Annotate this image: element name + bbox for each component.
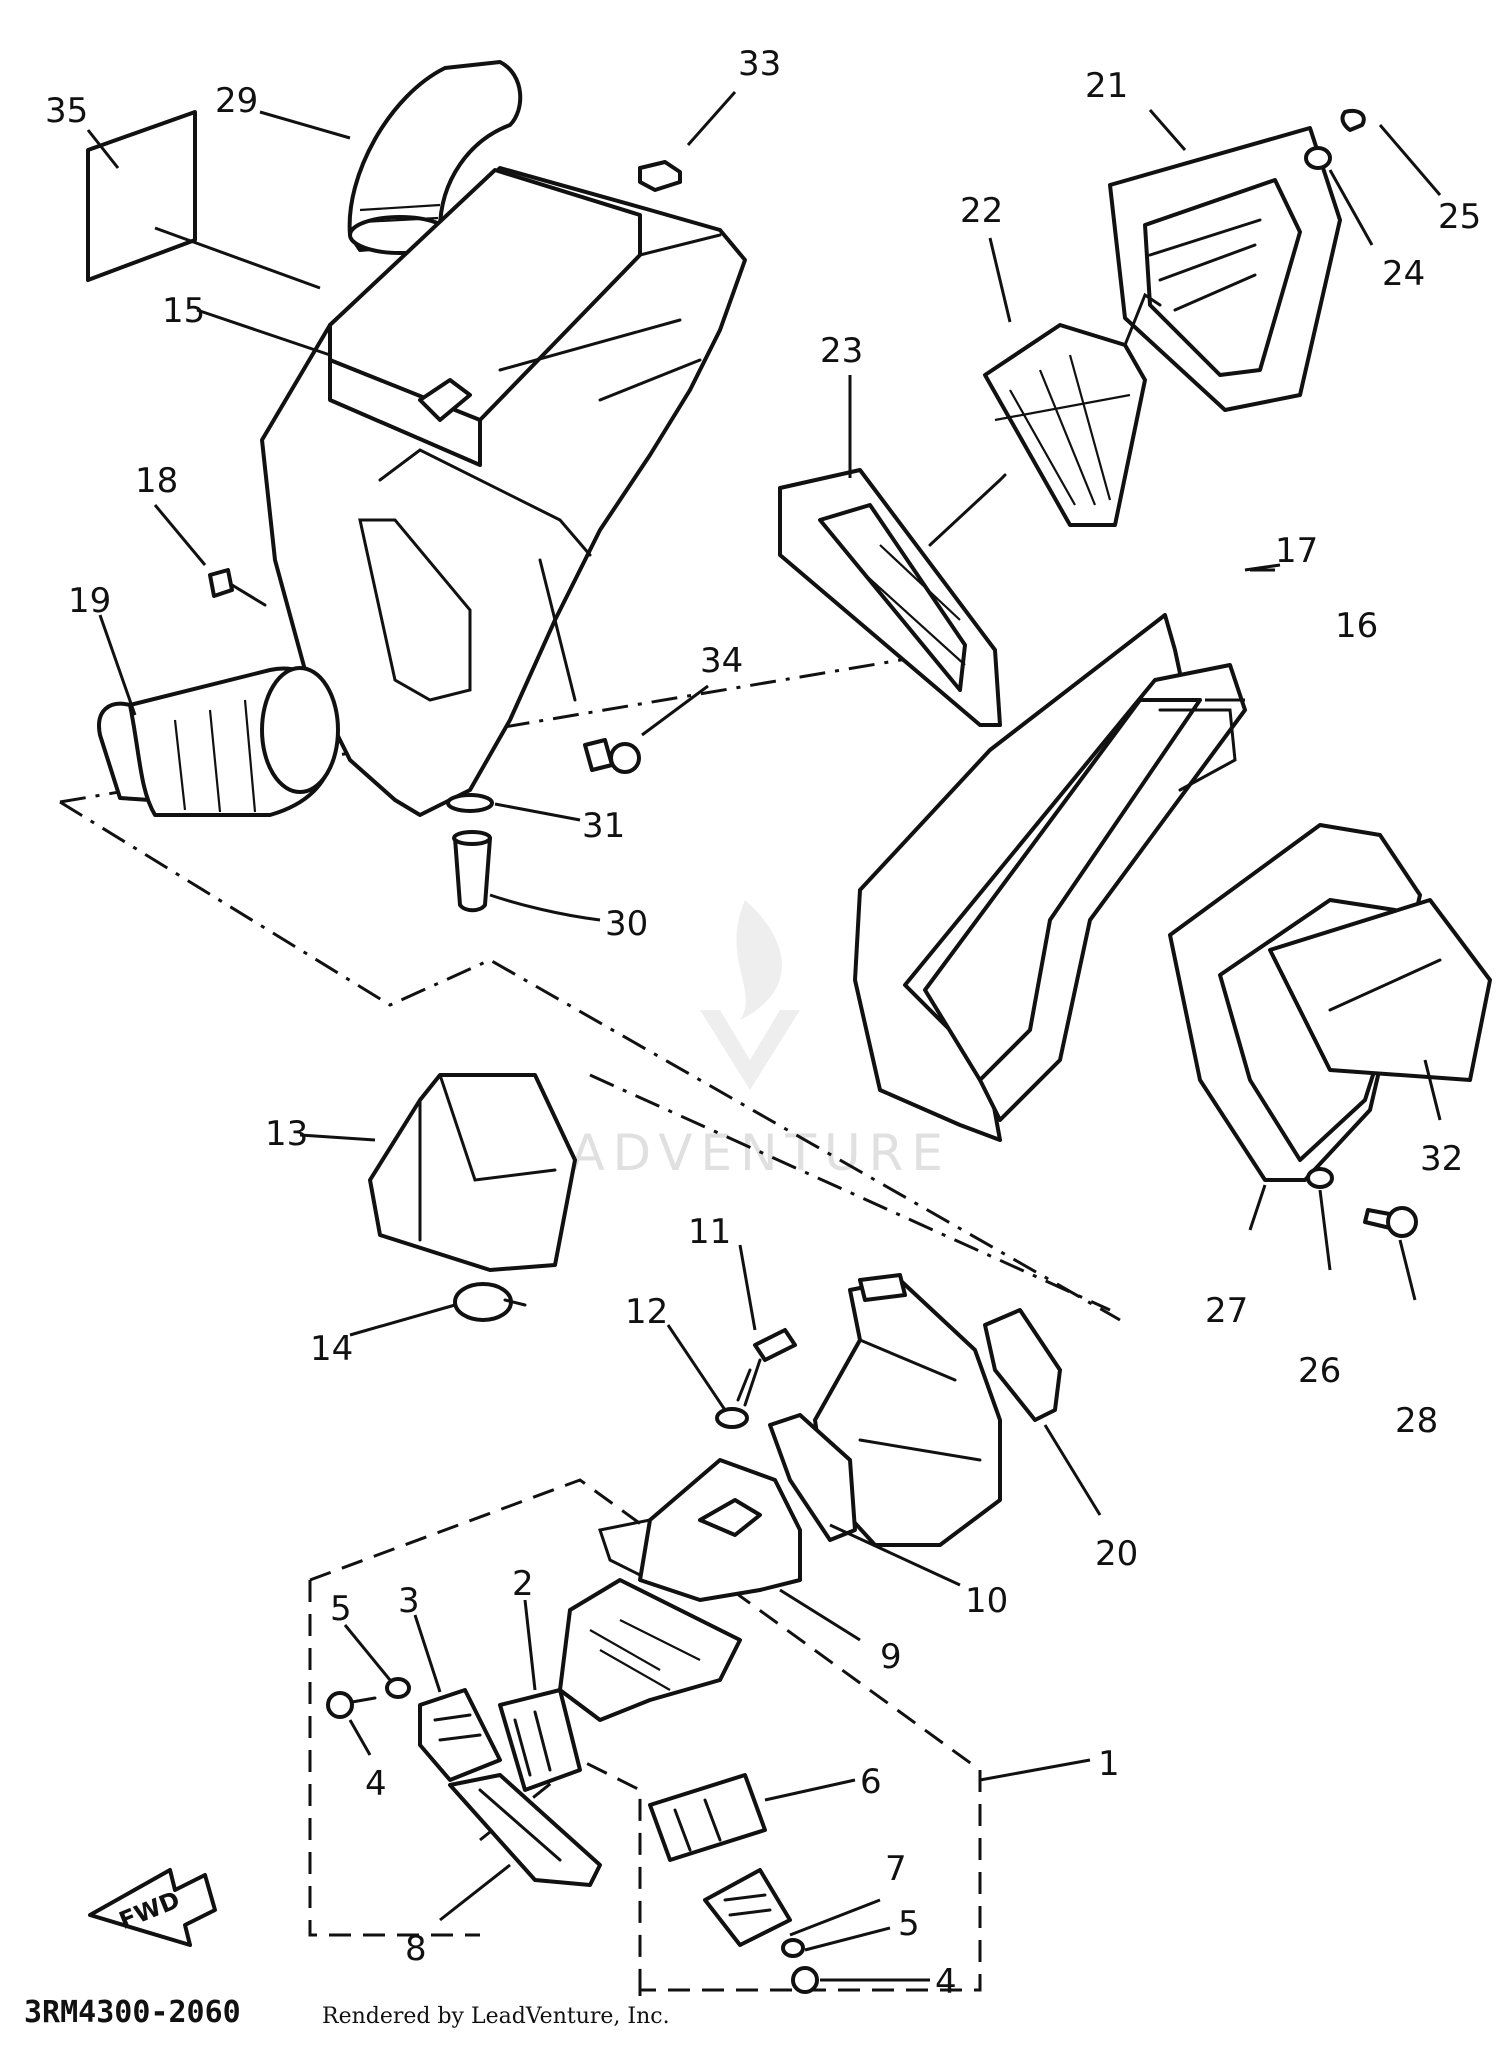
callout-7: 7 — [885, 1849, 907, 1889]
carburetor-body — [813, 1273, 1002, 1547]
part-7-reed-stopper — [703, 1868, 792, 1947]
callout-13: 13 — [265, 1114, 308, 1154]
part-26-washer — [1306, 1167, 1334, 1189]
callout-20: 20 — [1095, 1534, 1138, 1574]
part-12-washer — [715, 1407, 749, 1429]
part-23-filter-cage — [778, 468, 1007, 727]
part-4-screw-left — [326, 1691, 377, 1719]
callout-34: 34 — [700, 641, 743, 681]
part-8-gasket — [448, 1773, 602, 1887]
callout-19: 19 — [68, 581, 111, 621]
figure-code: 3RM4300-2060 — [24, 1995, 241, 2030]
part-19-intake-boot — [97, 666, 340, 817]
fwd-arrow — [88, 1868, 217, 1947]
callout-4b: 4 — [935, 1962, 957, 2002]
callout-32: 32 — [1420, 1139, 1463, 1179]
part-21-filter-element — [1108, 126, 1342, 412]
part-18-bolt — [208, 568, 267, 607]
part-5-washer-left — [385, 1677, 411, 1699]
callout-25: 25 — [1438, 197, 1481, 237]
part-4-screw-right — [791, 1966, 819, 1994]
callout-labels: 35 29 33 21 25 24 15 22 23 18 19 34 31 3… — [45, 44, 1481, 2002]
callout-21: 21 — [1085, 66, 1128, 106]
callout-9: 9 — [880, 1637, 902, 1677]
callout-11: 11 — [688, 1212, 731, 1252]
callout-14: 14 — [310, 1329, 353, 1369]
callout-16: 16 — [1335, 606, 1378, 646]
callout-35: 35 — [45, 91, 88, 131]
part-3-reed-stopper — [418, 1688, 502, 1782]
callout-33: 33 — [738, 44, 781, 84]
part-15-airbox — [260, 166, 747, 817]
part-11-bolt — [736, 1328, 797, 1407]
callout-30: 30 — [605, 904, 648, 944]
callout-18: 18 — [135, 461, 178, 501]
reed-valve-block — [558, 1578, 742, 1722]
callout-22: 22 — [960, 191, 1003, 231]
part-34-bolt — [583, 684, 709, 774]
callout-4a: 4 — [365, 1764, 387, 1804]
render-credit: Rendered by LeadVenture, Inc. — [322, 2004, 670, 2029]
watermark-logo — [700, 900, 800, 1090]
callout-6: 6 — [860, 1762, 882, 1802]
callout-5a: 5 — [330, 1589, 352, 1629]
part-32-plate — [1268, 898, 1492, 1082]
callout-31: 31 — [582, 806, 625, 846]
part-22-filter-guide — [983, 292, 1162, 527]
callout-3: 3 — [398, 1581, 420, 1621]
part-28-screw — [1363, 1206, 1418, 1238]
part-20-clamp — [983, 1308, 1062, 1422]
part-14-clamp — [453, 1282, 527, 1322]
part-33-grommet — [638, 91, 737, 192]
callout-29: 29 — [215, 81, 258, 121]
callout-8: 8 — [405, 1929, 427, 1969]
part-13-intake-cover — [368, 1073, 577, 1272]
part-30-drain — [452, 830, 601, 922]
part-24-washer — [1304, 146, 1332, 170]
callout-15: 15 — [162, 291, 205, 331]
callout-24: 24 — [1382, 254, 1425, 294]
callout-26: 26 — [1298, 1351, 1341, 1391]
part-2-reed-petal — [498, 1688, 582, 1792]
leader-lines — [86, 109, 1442, 1982]
callout-27: 27 — [1205, 1291, 1248, 1331]
part-10-clamp — [768, 1413, 857, 1542]
part-6-reed-petal — [648, 1773, 767, 1862]
callout-1: 1 — [1098, 1744, 1120, 1784]
part-35-label — [86, 110, 197, 282]
part-31-clip — [446, 793, 581, 822]
part-5-washer-right — [781, 1938, 805, 1958]
callout-2: 2 — [512, 1564, 534, 1604]
callout-12: 12 — [625, 1292, 668, 1332]
part-16-housing — [903, 663, 1247, 1122]
part-25-clip — [1340, 108, 1366, 132]
callout-17: 17 — [1275, 531, 1318, 571]
callout-28: 28 — [1395, 1401, 1438, 1441]
callout-10: 10 — [965, 1581, 1008, 1621]
callout-23: 23 — [820, 331, 863, 371]
callout-5b: 5 — [898, 1904, 920, 1944]
part-9-manifold — [598, 1458, 802, 1602]
